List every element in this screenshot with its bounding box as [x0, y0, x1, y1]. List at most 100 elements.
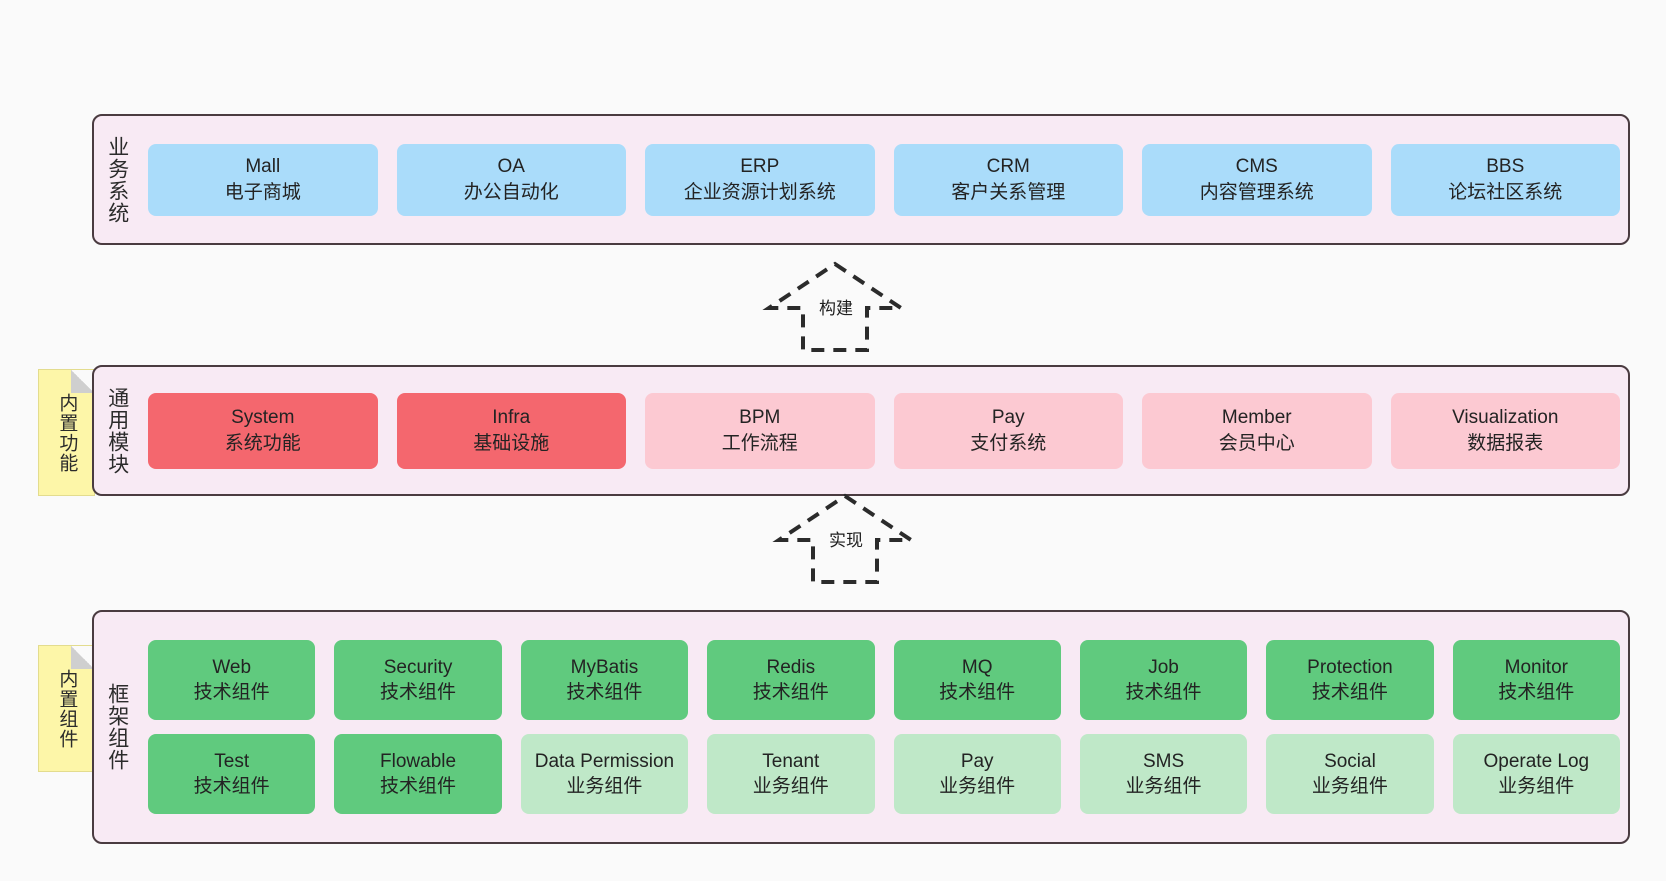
layer-body-common: System 系统功能 Infra 基础设施 BPM 工作流程 Pay 支付系统… — [140, 367, 1628, 494]
card-title: Tenant — [762, 750, 820, 772]
card-bbs[interactable]: BBS 论坛社区系统 — [1390, 143, 1620, 216]
card-title: System — [231, 407, 295, 429]
card-subtitle: 办公自动化 — [463, 181, 559, 203]
card-tenant[interactable]: Tenant 业务组件 — [707, 734, 875, 814]
card-title: Monitor — [1504, 656, 1568, 678]
card-subtitle: 基础设施 — [473, 432, 550, 454]
card-monitor[interactable]: Monitor 技术组件 — [1452, 640, 1620, 720]
card-subtitle: 业务组件 — [1311, 776, 1388, 797]
card-subtitle: 电子商城 — [224, 181, 301, 203]
card-member[interactable]: Member 会员中心 — [1142, 392, 1372, 469]
card-title: MQ — [961, 656, 993, 678]
card-subtitle: 系统功能 — [224, 432, 301, 454]
card-title: CRM — [986, 156, 1030, 178]
card-row: Mall 电子商城 OA 办公自动化 ERP 企业资源计划系统 CRM 客户关系… — [148, 143, 1620, 216]
card-mall[interactable]: Mall 电子商城 — [148, 143, 378, 216]
card-subtitle: 企业资源计划系统 — [683, 181, 836, 203]
card-title: Security — [383, 656, 453, 678]
connector-build-arrow-icon — [762, 261, 908, 352]
card-title: Member — [1221, 407, 1292, 429]
card-row: Web 技术组件 Security 技术组件 MyBatis 技术组件 Redi… — [148, 640, 1620, 720]
card-visualization[interactable]: Visualization 数据报表 — [1390, 392, 1620, 469]
card-subtitle: 技术组件 — [380, 682, 457, 703]
card-title: Web — [212, 656, 252, 678]
card-flowable[interactable]: Flowable 技术组件 — [334, 734, 502, 814]
card-pay[interactable]: Pay 支付系统 — [893, 392, 1123, 469]
card-title: Data Permission — [534, 750, 675, 772]
card-title: OA — [497, 156, 525, 178]
card-web[interactable]: Web 技术组件 — [148, 640, 316, 720]
card-cms[interactable]: CMS 内容管理系统 — [1142, 143, 1372, 216]
card-title: Mall — [245, 156, 281, 178]
card-subtitle: 数据报表 — [1467, 432, 1544, 454]
card-erp[interactable]: ERP 企业资源计划系统 — [645, 143, 875, 216]
card-title: BBS — [1486, 156, 1525, 178]
card-subtitle: 技术组件 — [193, 682, 270, 703]
card-test[interactable]: Test 技术组件 — [148, 734, 316, 814]
card-subtitle: 业务组件 — [566, 776, 643, 797]
card-social[interactable]: Social 业务组件 — [1266, 734, 1434, 814]
card-title: Flowable — [380, 750, 457, 772]
card-system[interactable]: System 系统功能 — [148, 392, 378, 469]
card-title: Pay — [991, 407, 1025, 429]
card-mybatis[interactable]: MyBatis 技术组件 — [520, 640, 689, 720]
card-subtitle: 会员中心 — [1218, 432, 1295, 454]
card-title: Test — [214, 750, 250, 772]
card-bpm[interactable]: BPM 工作流程 — [645, 392, 875, 469]
card-title: CMS — [1235, 156, 1278, 178]
card-security[interactable]: Security 技术组件 — [334, 640, 502, 720]
card-infra[interactable]: Infra 基础设施 — [396, 392, 626, 469]
card-title: Infra — [492, 407, 531, 429]
card-oa[interactable]: OA 办公自动化 — [396, 143, 626, 216]
layer-title-framework: 框架组件 — [105, 683, 129, 771]
card-subtitle: 客户关系管理 — [951, 181, 1066, 203]
layer-title-business: 业务系统 — [105, 135, 129, 224]
card-subtitle: 业务组件 — [939, 776, 1016, 797]
layer-title-common: 通用模块 — [105, 386, 129, 475]
card-title: ERP — [740, 156, 780, 178]
layer-body-business: Mall 电子商城 OA 办公自动化 ERP 企业资源计划系统 CRM 客户关系… — [140, 116, 1628, 243]
card-subtitle: 业务组件 — [1125, 776, 1202, 797]
card-job[interactable]: Job 技术组件 — [1079, 640, 1248, 720]
card-subtitle: 技术组件 — [380, 776, 457, 797]
card-row: Test 技术组件 Flowable 技术组件 Data Permission … — [148, 734, 1620, 814]
layer-body-framework: Web 技术组件 Security 技术组件 MyBatis 技术组件 Redi… — [140, 612, 1628, 842]
card-title: Visualization — [1452, 407, 1559, 429]
card-title: Pay — [960, 750, 994, 772]
card-crm[interactable]: CRM 客户关系管理 — [893, 143, 1123, 216]
card-subtitle: 工作流程 — [721, 432, 798, 454]
card-title: MyBatis — [570, 656, 639, 678]
card-subtitle: 技术组件 — [566, 682, 643, 703]
layer-framework-components: 框架组件 Web 技术组件 Security 技术组件 MyBatis 技术组件… — [92, 610, 1630, 844]
card-data-permission[interactable]: Data Permission 业务组件 — [520, 734, 689, 814]
card-subtitle: 技术组件 — [939, 682, 1016, 703]
card-title: Operate Log — [1483, 750, 1590, 772]
card-redis[interactable]: Redis 技术组件 — [707, 640, 875, 720]
connector-implement-arrow-icon — [772, 493, 918, 584]
card-subtitle: 内容管理系统 — [1199, 181, 1314, 203]
connector-build-label: 构建 — [819, 299, 853, 318]
card-protection[interactable]: Protection 技术组件 — [1266, 640, 1434, 720]
card-sms[interactable]: SMS 业务组件 — [1079, 734, 1248, 814]
card-subtitle: 技术组件 — [752, 682, 829, 703]
card-mq[interactable]: MQ 技术组件 — [893, 640, 1061, 720]
card-subtitle: 论坛社区系统 — [1448, 181, 1563, 203]
card-operate-log[interactable]: Operate Log 业务组件 — [1452, 734, 1620, 814]
connector-build: 构建 — [755, 258, 915, 354]
layer-common-modules: 通用模块 System 系统功能 Infra 基础设施 BPM 工作流程 Pay… — [92, 365, 1630, 496]
card-title: SMS — [1142, 750, 1185, 772]
card-subtitle: 技术组件 — [1311, 682, 1388, 703]
note-builtin-components: 内置组件 — [38, 645, 95, 772]
card-title: Job — [1148, 656, 1179, 678]
card-title: Redis — [766, 656, 816, 678]
layer-business-systems: 业务系统 Mall 电子商城 OA 办公自动化 ERP 企业资源计划系统 CRM… — [92, 114, 1630, 245]
card-subtitle: 技术组件 — [1498, 682, 1575, 703]
card-subtitle: 支付系统 — [970, 432, 1047, 454]
card-title: BPM — [739, 407, 781, 429]
card-row: System 系统功能 Infra 基础设施 BPM 工作流程 Pay 支付系统… — [148, 392, 1620, 469]
connector-implement-label: 实现 — [829, 531, 863, 550]
card-subtitle: 技术组件 — [193, 776, 270, 797]
card-pay-business[interactable]: Pay 业务组件 — [893, 734, 1061, 814]
card-title: Protection — [1307, 656, 1393, 678]
